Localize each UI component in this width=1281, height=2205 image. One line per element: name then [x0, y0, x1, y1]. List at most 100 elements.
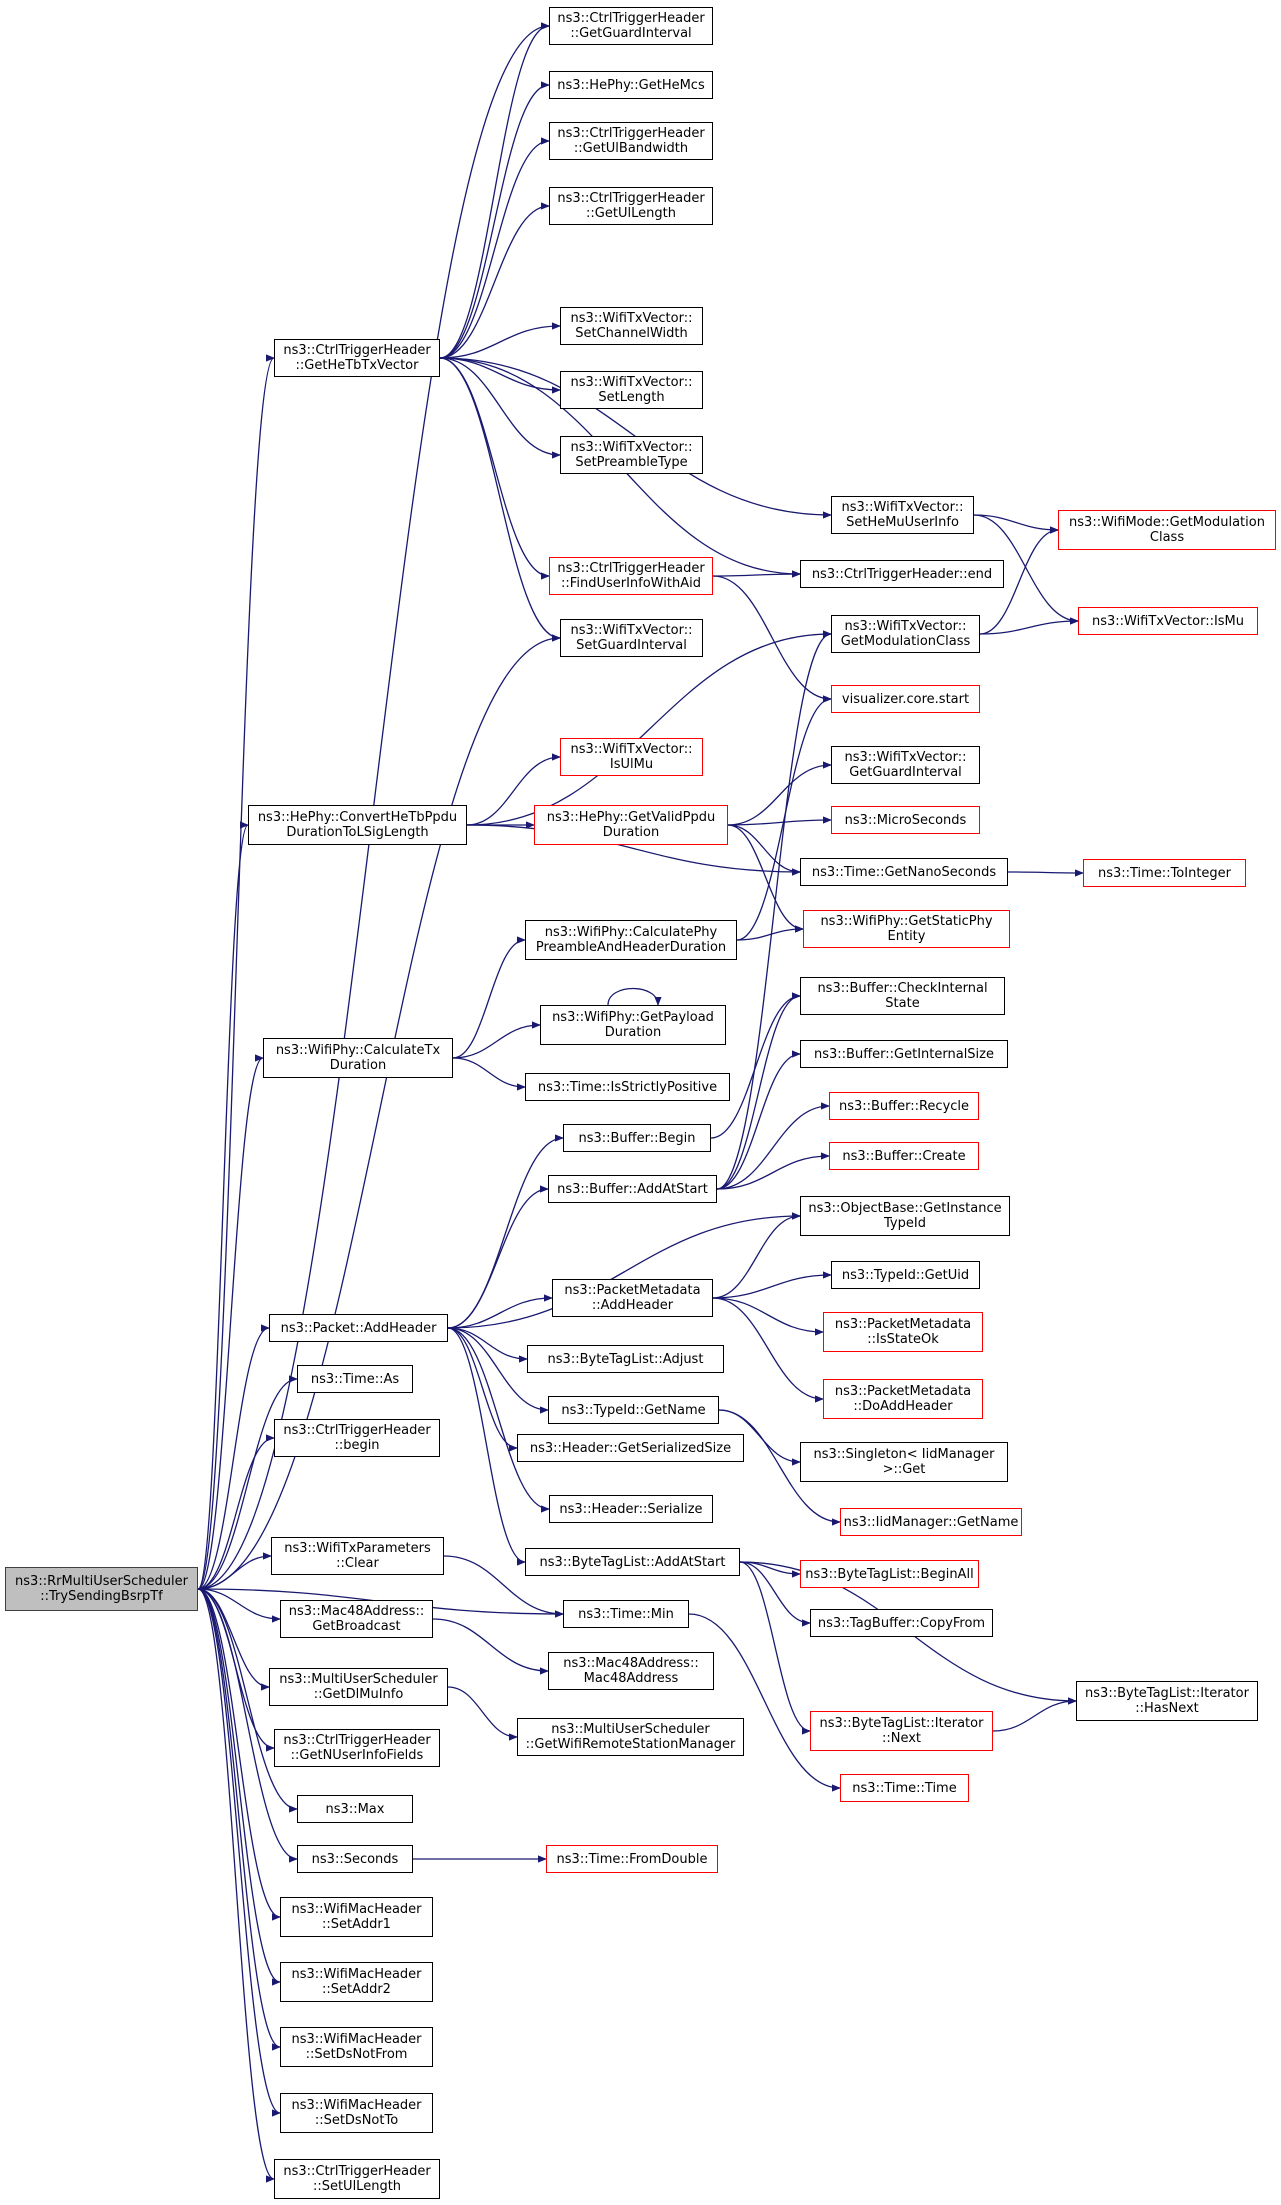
node-iid-get-name[interactable]: ns3::IidManager::GetName [840, 1508, 1022, 1536]
node-recycle[interactable]: ns3::Buffer::Recycle [829, 1092, 979, 1120]
edge-root-to-wtpClear [197, 1552, 272, 1590]
edge-btlAddAtStart-to-iterNext [739, 1561, 811, 1735]
node-get-broadcast[interactable]: ns3::Mac48Address::GetBroadcast [280, 1600, 433, 1638]
node-label-line: ns3::WifiMacHeader [291, 1902, 422, 1917]
node-set-ul-length[interactable]: ns3::CtrlTriggerHeader::SetUlLength [274, 2159, 440, 2199]
node-get-serialized-size[interactable]: ns3::Header::GetSerializedSize [517, 1434, 744, 1462]
node-get-he-tb-tx-vector[interactable]: ns3::CtrlTriggerHeader::GetHeTbTxVector [274, 339, 440, 377]
node-get-he-mcs[interactable]: ns3::HePhy::GetHeMcs [549, 71, 713, 99]
node-get-nano-seconds[interactable]: ns3::Time::GetNanoSeconds [800, 858, 1008, 886]
node-to-integer[interactable]: ns3::Time::ToInteger [1083, 859, 1246, 887]
node-get-dl-mu-info[interactable]: ns3::MultiUserScheduler::GetDlMuInfo [269, 1668, 448, 1706]
node-get-guard-interval-c-t-h[interactable]: ns3::CtrlTriggerHeader::GetGuardInterval [549, 7, 713, 45]
node-find-user-info-with-aid[interactable]: ns3::CtrlTriggerHeader::FindUserInfoWith… [549, 557, 713, 595]
node-label-line: ns3::WifiTxVector:: [844, 619, 967, 634]
node-singleton-get[interactable]: ns3::Singleton< IidManager >::Get [800, 1442, 1008, 1482]
node-label-line: ns3::CtrlTriggerHeader::end [811, 566, 993, 582]
node-get-ul-length[interactable]: ns3::CtrlTriggerHeader::GetUlLength [549, 187, 713, 225]
node-set-addr2[interactable]: ns3::WifiMacHeader::SetAddr2 [280, 1962, 433, 2002]
node-label-line: ns3::Buffer::GetInternalSize [814, 1046, 994, 1062]
node-set-preamble-type[interactable]: ns3::WifiTxVector::SetPreambleType [560, 436, 703, 474]
edge-root-to-setDsNotFrom [197, 1588, 281, 2051]
node-viz-start[interactable]: visualizer.core.start [831, 685, 980, 713]
node-mac48-address[interactable]: ns3::Mac48Address::Mac48Address [548, 1652, 714, 1690]
node-micro-seconds[interactable]: ns3::MicroSeconds [831, 806, 980, 834]
node-is-strictly-positive[interactable]: ns3::Time::IsStrictlyPositive [525, 1073, 730, 1101]
node-label-line: Duration [602, 825, 660, 840]
node-get-guard-interval-txv[interactable]: ns3::WifiTxVector::GetGuardInterval [831, 746, 980, 784]
node-wtp-clear[interactable]: ns3::WifiTxParameters::Clear [271, 1537, 444, 1575]
node-add-at-start-buf[interactable]: ns3::Buffer::AddAtStart [548, 1175, 717, 1203]
node-get-wifi-remote[interactable]: ns3::MultiUserScheduler::GetWifiRemoteSt… [517, 1718, 744, 1756]
node-from-double[interactable]: ns3::Time::FromDouble [546, 1845, 718, 1873]
node-adjust[interactable]: ns3::ByteTagList::Adjust [527, 1345, 724, 1373]
node-label-line: ns3::Mac48Address:: [288, 1604, 425, 1619]
node-cth-end[interactable]: ns3::CtrlTriggerHeader::end [800, 560, 1004, 588]
node-label-line: GetModulationClass [840, 634, 971, 649]
node-set-channel-width[interactable]: ns3::WifiTxVector::SetChannelWidth [560, 307, 703, 345]
edge-addAtStartBuf-to-recycle [716, 1102, 830, 1190]
node-buffer-begin[interactable]: ns3::Buffer::Begin [563, 1124, 711, 1152]
node-set-he-mu-user-info[interactable]: ns3::WifiTxVector::SetHeMuUserInfo [831, 496, 974, 534]
node-pm-add-header[interactable]: ns3::PacketMetadata::AddHeader [552, 1279, 713, 1317]
node-create[interactable]: ns3::Buffer::Create [829, 1142, 979, 1170]
edge-addAtStartBuf-to-getInternalSize [716, 1050, 801, 1190]
node-begin-all[interactable]: ns3::ByteTagList::BeginAll [800, 1560, 979, 1588]
node-cth-begin[interactable]: ns3::CtrlTriggerHeader::begin [274, 1419, 440, 1457]
node-copy-from[interactable]: ns3::TagBuffer::CopyFrom [810, 1609, 993, 1637]
edge-root-to-getHeTbTxVector [197, 354, 275, 1590]
edge-timeMin-to-timeTime [688, 1613, 841, 1792]
node-do-add-header[interactable]: ns3::PacketMetadata::DoAddHeader [823, 1379, 983, 1419]
node-set-length[interactable]: ns3::WifiTxVector::SetLength [560, 371, 703, 409]
node-label-line: ns3::WifiTxVector:: [570, 311, 693, 326]
node-time-time[interactable]: ns3::Time::Time [840, 1774, 969, 1802]
node-label-line: Duration [604, 1025, 662, 1040]
node-root[interactable]: ns3::RrMultiUserScheduler::TrySendingBsr… [5, 1567, 198, 1611]
node-packet-add-header[interactable]: ns3::Packet::AddHeader [269, 1314, 448, 1342]
node-get-uid[interactable]: ns3::TypeId::GetUid [831, 1261, 980, 1289]
node-set-ds-not-to[interactable]: ns3::WifiMacHeader::SetDsNotTo [280, 2093, 433, 2133]
node-set-ds-not-from[interactable]: ns3::WifiMacHeader::SetDsNotFrom [280, 2027, 433, 2067]
edge-getNanoSeconds-to-toInteger [1007, 869, 1084, 877]
node-time-as[interactable]: ns3::Time::As [297, 1365, 413, 1393]
edge-root-to-max [197, 1588, 298, 1813]
node-get-name[interactable]: ns3::TypeId::GetName [548, 1396, 719, 1424]
edge-packetAddHeader-to-serialize [447, 1327, 550, 1513]
node-serialize[interactable]: ns3::Header::Serialize [549, 1495, 713, 1523]
edge-convertHeTb-to-isUlMu [466, 753, 561, 826]
node-label-line: PreambleAndHeaderDuration [535, 940, 727, 955]
node-get-internal-size[interactable]: ns3::Buffer::GetInternalSize [800, 1040, 1008, 1068]
node-seconds[interactable]: ns3::Seconds [297, 1845, 413, 1873]
node-is-ul-mu[interactable]: ns3::WifiTxVector::IsUlMu [560, 738, 703, 776]
node-time-min[interactable]: ns3::Time::Min [563, 1600, 689, 1628]
edge-packetAddHeader-to-getInstanceTypeId [447, 1212, 801, 1329]
node-label-line: ns3::WifiTxVector:: [570, 375, 693, 390]
node-get-ul-bandwidth[interactable]: ns3::CtrlTriggerHeader::GetUlBandwidth [549, 122, 713, 160]
node-set-guard-interval[interactable]: ns3::WifiTxVector::SetGuardInterval [560, 619, 703, 657]
node-get-modulation-class-txv[interactable]: ns3::WifiTxVector::GetModulationClass [831, 615, 980, 653]
node-iter-next[interactable]: ns3::ByteTagList::Iterator::Next [810, 1711, 993, 1751]
node-btl-add-at-start[interactable]: ns3::ByteTagList::AddAtStart [525, 1548, 740, 1576]
node-is-mu[interactable]: ns3::WifiTxVector::IsMu [1078, 607, 1258, 635]
node-has-next[interactable]: ns3::ByteTagList::Iterator::HasNext [1076, 1681, 1258, 1721]
node-set-addr1[interactable]: ns3::WifiMacHeader::SetAddr1 [280, 1897, 433, 1937]
edge-getModulationClassTxv-to-getModulationClassMode [979, 526, 1059, 635]
edge-root-to-setUlLength [197, 1588, 275, 2183]
node-is-state-ok[interactable]: ns3::PacketMetadata::IsStateOk [823, 1312, 983, 1352]
edge-getName-to-iidGetName [718, 1409, 841, 1526]
node-label-line: ns3::Buffer::Recycle [838, 1098, 970, 1114]
node-max[interactable]: ns3::Max [297, 1795, 413, 1823]
node-label-line: ::GetDlMuInfo [313, 1687, 404, 1702]
node-get-n-user-info-fields[interactable]: ns3::CtrlTriggerHeader::GetNUserInfoFiel… [274, 1729, 440, 1767]
node-label-line: ns3::Buffer::AddAtStart [557, 1181, 708, 1197]
